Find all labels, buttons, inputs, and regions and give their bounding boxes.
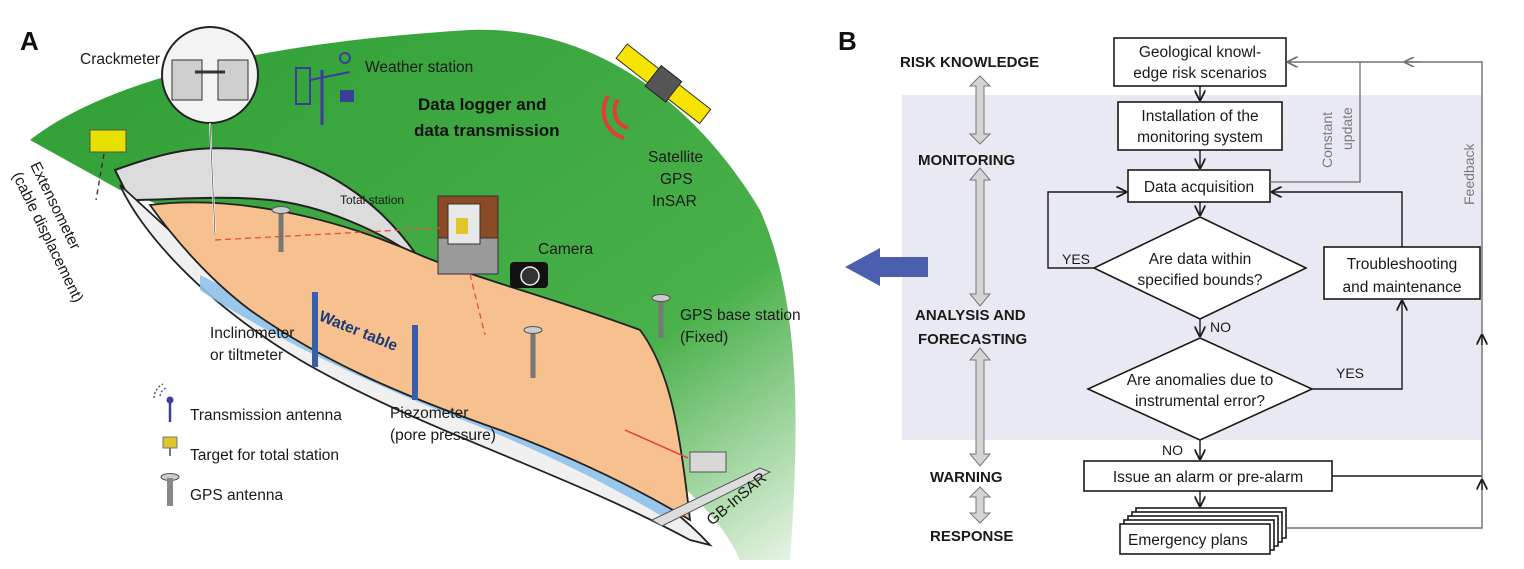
edge-label-constant-update-line1: Constant bbox=[1319, 112, 1335, 168]
edge-label-constant-update-line2: update bbox=[1339, 107, 1355, 150]
stage-arrows bbox=[968, 75, 992, 524]
legend-item: Transmission antenna bbox=[153, 383, 342, 424]
weather-station-label: Weather station bbox=[365, 59, 473, 76]
gps-antenna-icon bbox=[160, 473, 180, 506]
gps-base-station-label-line2: (Fixed) bbox=[680, 329, 728, 346]
box-troubleshooting bbox=[1323, 246, 1481, 300]
stage-monitoring: MONITORING bbox=[918, 152, 1015, 169]
box-emergency-stack bbox=[1119, 507, 1287, 555]
extensometer-icon bbox=[89, 129, 127, 201]
box-troubleshooting-line1: Troubleshooting bbox=[1347, 256, 1458, 273]
edge-label-yes-2: YES bbox=[1336, 365, 1364, 381]
box-troubleshooting-line2: and maintenance bbox=[1343, 279, 1462, 296]
piezometer-label-line2: (pore pressure) bbox=[390, 427, 496, 444]
decision-anomalies-line1: Are anomalies due to bbox=[1127, 372, 1273, 389]
piezometer-label-line1: Piezometer bbox=[390, 405, 468, 422]
edge-label-feedback: Feedback bbox=[1461, 143, 1477, 205]
panel-b: B RISK KNOWLEDGE MONITORING ANALYSIS AND… bbox=[838, 26, 1482, 555]
gps-antenna-instruments bbox=[271, 206, 671, 378]
total-station-target-icon bbox=[162, 436, 178, 456]
link-arrow bbox=[845, 248, 928, 286]
crackmeter-magnifier bbox=[161, 26, 259, 236]
panel-a-letter: A bbox=[20, 26, 39, 56]
piezometer-icon bbox=[412, 325, 418, 400]
legend-item: Target for total station bbox=[162, 436, 339, 464]
box-installation-line1: Installation of the bbox=[1141, 108, 1258, 125]
panel-a: A Crackmeter Weather station bbox=[8, 26, 801, 560]
total-station-sightline bbox=[214, 227, 441, 241]
legend-item: GPS antenna bbox=[160, 473, 283, 506]
satellite-insar-label: InSAR bbox=[652, 193, 697, 210]
box-geological-line2: edge risk scenarios bbox=[1133, 65, 1267, 82]
box-alarm-label: Issue an alarm or pre-alarm bbox=[1113, 469, 1303, 486]
panel-b-letter: B bbox=[838, 26, 857, 56]
stage-analysis-line2: FORECASTING bbox=[918, 331, 1027, 348]
transmission-antenna-icon bbox=[153, 383, 174, 422]
edge-label-yes-1: YES bbox=[1062, 251, 1090, 267]
legend-label: Target for total station bbox=[190, 447, 339, 464]
data-logger-icon bbox=[437, 195, 499, 275]
total-station-label: Total station bbox=[340, 193, 404, 207]
satellite-gps-label: GPS bbox=[660, 171, 693, 188]
stage-response: RESPONSE bbox=[930, 528, 1013, 545]
box-data-acquisition-label: Data acquisition bbox=[1144, 179, 1254, 196]
box-data-acquisition bbox=[1127, 169, 1271, 203]
box-geological-line1: Geological knowl- bbox=[1139, 44, 1261, 61]
camera-icon bbox=[510, 262, 548, 288]
inclinometer-label-line2: or tiltmeter bbox=[210, 347, 283, 364]
legend-label: Transmission antenna bbox=[190, 407, 342, 424]
stage-arrow bbox=[968, 167, 992, 307]
inclinometer-label-line1: Inclinometer bbox=[210, 325, 294, 342]
box-installation-line2: monitoring system bbox=[1137, 129, 1263, 146]
total-station-sightline-2 bbox=[469, 273, 486, 336]
satellite-icon bbox=[615, 43, 712, 125]
legend: Transmission antenna Target for total st… bbox=[153, 383, 342, 506]
camera-label: Camera bbox=[538, 241, 594, 258]
box-emergency-label: Emergency plans bbox=[1128, 532, 1248, 549]
gb-insar-icon bbox=[624, 429, 772, 527]
gps-base-station-label-line1: GPS base station bbox=[680, 307, 801, 324]
stage-analysis-line1: ANALYSIS AND bbox=[915, 307, 1026, 324]
stage-warning: WARNING bbox=[930, 469, 1003, 486]
decision-bounds-line2: specified bounds? bbox=[1138, 272, 1263, 289]
flow-connectors bbox=[1047, 62, 1482, 529]
decision-anomalies-line2: instrumental error? bbox=[1135, 393, 1265, 410]
crackmeter-label: Crackmeter bbox=[80, 51, 160, 68]
stage-arrow bbox=[968, 347, 992, 467]
data-logger-label-line2: data transmission bbox=[414, 121, 560, 140]
stage-risk-knowledge: RISK KNOWLEDGE bbox=[900, 54, 1039, 71]
box-geological-knowledge bbox=[1113, 37, 1287, 87]
edge-label-no-1: NO bbox=[1210, 319, 1231, 335]
decision-bounds-line1: Are data within bbox=[1149, 251, 1252, 268]
satellite-label: Satellite bbox=[648, 149, 703, 166]
data-logger-label-line1: Data logger and bbox=[418, 95, 546, 114]
legend-label: GPS antenna bbox=[190, 487, 283, 504]
inclinometer-icon bbox=[312, 292, 318, 367]
edge-label-no-2: NO bbox=[1162, 442, 1183, 458]
satellite-signal-icon bbox=[601, 94, 629, 140]
stage-arrow bbox=[968, 75, 992, 145]
stage-arrow bbox=[968, 486, 992, 524]
weather-station-icon bbox=[295, 52, 354, 125]
